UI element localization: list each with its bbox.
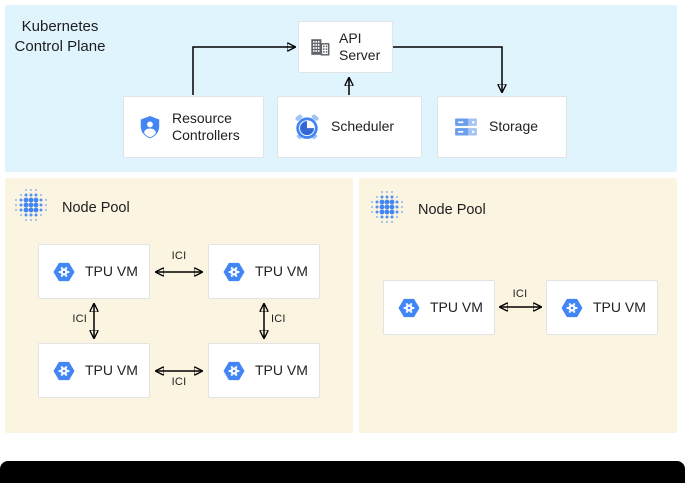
shield-user-icon — [137, 114, 163, 140]
api-server-node: API Server — [298, 21, 393, 73]
storage-node: Storage — [437, 96, 567, 158]
storage-label: Storage — [489, 118, 539, 135]
tpu-hexagon-icon — [52, 260, 76, 284]
tpu-vm-label: TPU VM — [255, 361, 308, 378]
node-pool-label: Node Pool — [418, 201, 486, 218]
storage-icon — [453, 114, 479, 140]
node-pool-header-right: Node Pool — [370, 190, 486, 229]
resource-controllers-label: Resource Controllers — [172, 109, 240, 144]
tpu-hexagon-icon — [560, 296, 584, 320]
tpu-vm-label: TPU VM — [593, 298, 646, 315]
tpu-vm-node: TPU VM — [38, 343, 150, 398]
tpu-vm-node: TPU VM — [208, 343, 320, 398]
bottom-edge-bar — [0, 461, 685, 483]
tpu-hexagon-icon — [222, 359, 246, 383]
control-plane-title: Kubernetes Control Plane — [14, 18, 106, 55]
scheduler-label: Scheduler — [331, 118, 395, 135]
tpu-vm-node: TPU VM — [383, 280, 495, 335]
ici-link-label: ICI — [72, 313, 87, 325]
tpu-vm-label: TPU VM — [430, 298, 483, 315]
ici-link-label: ICI — [271, 313, 286, 325]
node-pool-dots-icon — [370, 190, 404, 229]
node-pool-dots-icon — [14, 188, 48, 227]
tpu-vm-label: TPU VM — [85, 361, 138, 378]
ici-link-label: ICI — [171, 376, 187, 388]
api-server-label: API Server — [339, 29, 381, 64]
tpu-hexagon-icon — [397, 296, 421, 320]
node-pool-header-left: Node Pool — [14, 188, 130, 227]
scheduler-node: Scheduler — [277, 96, 422, 158]
tpu-vm-node: TPU VM — [38, 244, 150, 299]
tpu-vm-node: TPU VM — [546, 280, 658, 335]
tpu-vm-label: TPU VM — [85, 262, 138, 279]
tpu-hexagon-icon — [52, 359, 76, 383]
clock-icon — [293, 113, 321, 141]
resource-controllers-node: Resource Controllers — [123, 96, 264, 158]
ici-link-label: ICI — [171, 250, 187, 262]
tpu-vm-label: TPU VM — [255, 262, 308, 279]
node-pool-label: Node Pool — [62, 199, 130, 216]
tpu-vm-node: TPU VM — [208, 244, 320, 299]
ici-link-label: ICI — [512, 288, 528, 300]
building-icon — [309, 36, 331, 58]
tpu-hexagon-icon — [222, 260, 246, 284]
